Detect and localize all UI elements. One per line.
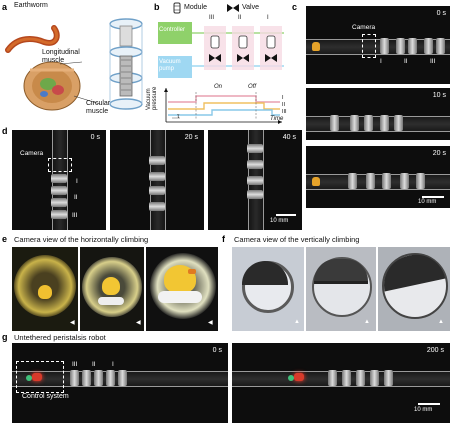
valve-legend-label: Valve — [242, 4, 259, 11]
scale-bar-label: 10 mm — [414, 407, 433, 413]
off-label: Off — [248, 84, 257, 90]
earthworm-illustration — [5, 18, 143, 111]
segment-label-II: II — [74, 194, 78, 201]
control-system-box — [16, 361, 64, 393]
arrow-left-icon: ◀ — [136, 320, 141, 326]
horizontal-view-2: ◀ — [80, 247, 144, 331]
scale-bar-label: 10 mm — [270, 218, 289, 224]
panel-g-frame-0s: 0 s III II I Control system — [12, 343, 228, 423]
panel-c-frame-20s: 20 s 10 mm — [306, 146, 450, 208]
valve-icon — [227, 4, 239, 12]
segment-label-I: I — [112, 361, 114, 368]
segment-label-II: II — [92, 361, 96, 368]
panel-c-frame-0s: 0 s Camera I II III — [306, 6, 450, 84]
segment-label-I: I — [380, 58, 382, 65]
horizontal-view-1: ◀ — [12, 247, 78, 331]
trace-label-III: III — [282, 109, 287, 115]
controller-label: Controller — [159, 27, 186, 33]
panel-letter-a: a — [2, 2, 8, 12]
time-label: 20 s — [432, 150, 446, 157]
camera-label: Camera — [352, 24, 376, 31]
arrow-left-icon: ◀ — [208, 320, 213, 326]
on-label: On — [214, 84, 223, 90]
time-label: 20 s — [184, 134, 198, 141]
arrow-up-icon: ▲ — [294, 319, 300, 325]
vertical-view-2: ▲ — [306, 247, 376, 331]
control-system-label: Control system — [22, 393, 69, 400]
arrow-up-icon: ▲ — [364, 319, 370, 325]
longitudinal-muscle-label: Longitudinal muscle — [42, 49, 80, 64]
time-label: 200 s — [426, 347, 444, 354]
panel-letter-d: d — [2, 126, 8, 136]
panel-d-frame-20s: 20 s — [110, 130, 204, 230]
panel-d-frame-0s: 0 s Camera I II III — [12, 130, 106, 230]
trace-label-II: II — [282, 102, 286, 108]
camera-highlight-box — [362, 34, 376, 58]
arrow-left-icon: ◀ — [70, 320, 75, 326]
vertical-view-1: ▲ — [232, 247, 304, 331]
panel-letter-c: c — [292, 2, 298, 12]
segment-label-III: III — [72, 212, 78, 219]
panel-letter-f: f — [222, 234, 225, 244]
panel-g-title: Untethered peristalsis robot — [14, 333, 106, 342]
panel-c-frame-10s: 10 s — [306, 88, 450, 140]
panel-f-title: Camera view of the vertically climbing — [234, 235, 360, 244]
panel-letter-e: e — [2, 234, 8, 244]
module-label-II: II — [238, 15, 242, 21]
panel-g-frame-200s: 200 s 10 mm — [232, 343, 450, 423]
camera-highlight-box — [48, 158, 72, 172]
segment-label-III: III — [72, 361, 78, 368]
time-label: 40 s — [282, 134, 296, 141]
vertical-view-3: ▲ — [378, 247, 450, 331]
panel-letter-b: b — [154, 2, 160, 12]
module-label-I: I — [267, 15, 269, 21]
module-label-III: III — [209, 15, 215, 21]
time-label: Time — [270, 116, 284, 122]
control-schematic — [158, 22, 284, 124]
segment-label-II: II — [404, 58, 408, 65]
camera-label: Camera — [20, 150, 44, 157]
scale-bar-label: 10 mm — [418, 199, 437, 205]
segment-label-I: I — [76, 178, 78, 185]
circular-muscle-label: Circular muscle — [86, 100, 111, 115]
segment-label-III: III — [430, 58, 436, 65]
arrow-up-icon: ▲ — [438, 319, 444, 325]
tau-label: τ — [177, 114, 180, 120]
time-label: 10 s — [432, 92, 446, 99]
panel-d-frame-40s: 40 s 10 mm — [208, 130, 302, 230]
horizontal-view-3: ◀ — [146, 247, 218, 331]
vacuum-pressure-label: Vacuum pressure — [146, 86, 158, 110]
panel-letter-g: g — [2, 332, 8, 342]
time-label: 0 s — [212, 347, 222, 354]
time-label: 0 s — [90, 134, 100, 141]
module-icon — [173, 2, 181, 14]
earthworm-label: Earthworm — [14, 2, 48, 9]
time-label: 0 s — [436, 10, 446, 17]
panel-e-title: Camera view of the horizontally climbing — [14, 235, 149, 244]
module-legend-label: Module — [184, 4, 207, 11]
vacuum-pump-label: Vacuum pump — [159, 59, 181, 72]
trace-label-I: I — [282, 95, 284, 101]
